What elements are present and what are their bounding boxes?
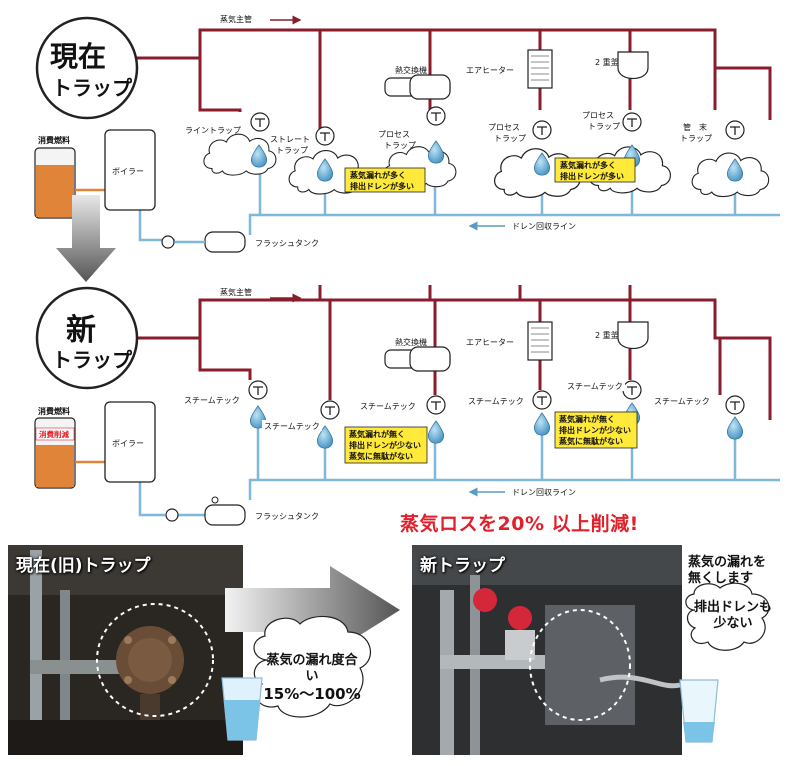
- end-trap-label-1: 管 末: [683, 122, 707, 132]
- process-trap-c-2: トラップ: [588, 122, 620, 131]
- double-kettle: [617, 51, 649, 80]
- note-top-2-line2: 排出ドレンが多い: [560, 171, 624, 181]
- end-trap-label-2: トラップ: [680, 134, 712, 143]
- air-heater-label: エアヒーター: [466, 66, 514, 75]
- new-trap-diagram: 蒸気主管 ドレン回収ライン 新 トラップ 消費燃料 消費削減 ボイラー フラッシ…: [34, 285, 780, 526]
- steamtech-label-6: スチームテック: [654, 397, 710, 406]
- steam-pipes-bottom: [120, 285, 772, 420]
- fuel-label-bottom: 消費燃料: [38, 406, 70, 416]
- double-kettle-label-bottom: 2 重釜: [595, 330, 619, 340]
- old-photo-title: 現在(旧)トラップ: [16, 556, 151, 576]
- new-trap-badge: [35, 286, 139, 390]
- note-box-bottom-2: [554, 411, 638, 449]
- note-bottom-1-line3: 蒸気に無駄がない: [349, 451, 413, 461]
- double-kettle-label: 2 重釜: [595, 57, 619, 67]
- old-bubble-line2: 15%～100%: [263, 685, 361, 703]
- current-title-line1: 現在: [50, 40, 106, 73]
- new-bubble-line1: 排出ドレンも: [693, 600, 772, 615]
- note-bottom-1-line2: 排出ドレンが少ない: [349, 440, 421, 450]
- pump: [161, 235, 175, 249]
- note-bottom-2-line1: 蒸気漏れが無く: [559, 414, 615, 424]
- water-glass-old-icon: [221, 677, 263, 741]
- steamtech-label-1: スチームテック: [184, 396, 240, 405]
- flash-tank-bottom: [204, 504, 246, 526]
- steamtech-label-5: スチームテック: [567, 382, 623, 391]
- reduction-slogan: 蒸気ロスを20% 以上削減!: [400, 513, 639, 535]
- note-bottom-1-line1: 蒸気漏れが無く: [349, 429, 405, 439]
- new-note-line2: 無くします: [688, 571, 754, 586]
- new-title-line1: 新: [66, 313, 96, 348]
- fuel-label: 消費燃料: [38, 135, 70, 145]
- note-box-top-2: [554, 157, 636, 183]
- new-drain-bubble: [685, 582, 770, 651]
- current-trap-diagram: 蒸気主管 ドレン回収ライン 現在 トラップ 消費燃料 ボイラー フラッシュタンク…: [34, 14, 780, 253]
- note-top-1-line1: 蒸気漏れが多く: [350, 170, 406, 180]
- note-box-bottom-1: [344, 426, 428, 464]
- note-top-1-line2: 排出ドレンが多い: [350, 181, 414, 191]
- down-arrow-icon: [56, 195, 116, 282]
- boiler-label: ボイラー: [112, 167, 144, 176]
- fuel-cut-label: 消費削減: [39, 429, 69, 439]
- old-trap-photo: [8, 545, 243, 755]
- air-heater-label-bottom: エアヒーター: [466, 338, 514, 347]
- drain-line-label: ドレン回収ライン: [512, 221, 576, 231]
- new-bubble-text: 排出ドレンも 少ない: [688, 600, 778, 632]
- flash-tank-label: フラッシュタンク: [255, 239, 319, 248]
- flash-tank: [204, 231, 246, 253]
- note-top-2-line1: 蒸気漏れが多く: [560, 160, 616, 170]
- new-photo-title: 新トラップ: [420, 556, 505, 576]
- new-title-line2: トラップ: [52, 348, 133, 372]
- process-trap-b-2: トラップ: [494, 134, 526, 143]
- steamtech-label-2: スチームテック: [264, 422, 320, 431]
- process-trap-a-1: プロセス: [378, 130, 410, 139]
- heat-exchanger-label-bottom: 熱交換機: [395, 337, 427, 347]
- drain-pipes-bottom: [138, 420, 780, 517]
- double-kettle-bottom: [617, 321, 649, 350]
- steamtech-labels: スチームテック スチームテック スチームテック スチームテック スチームテック …: [182, 380, 712, 431]
- boiler-label-bottom: ボイラー: [112, 439, 144, 448]
- new-trap-photo: [412, 545, 682, 755]
- new-note-text: 蒸気の漏れを 無くします: [688, 555, 788, 587]
- note-bottom-2-line3: 蒸気に無駄がない: [559, 436, 623, 446]
- pump-bottom: [165, 508, 179, 522]
- steamtech-label-4: スチームテック: [468, 397, 524, 406]
- water-glass-new-icon: [679, 679, 719, 743]
- boiler-bottom: [104, 401, 156, 483]
- current-trap-badge: [35, 16, 139, 120]
- drain-line-label-bottom: ドレン回収ライン: [512, 487, 576, 497]
- boiler: [104, 129, 156, 211]
- note-bottom-2-line2: 排出ドレンが少ない: [559, 425, 631, 435]
- line-trap-label: ライントラップ: [185, 126, 241, 135]
- note-box-top-1: [344, 167, 426, 193]
- old-bubble-line1: 蒸気の漏れ度合い: [266, 653, 358, 684]
- straight-trap-label-1: ストレート: [270, 135, 310, 144]
- process-trap-a-2: トラップ: [384, 141, 416, 150]
- steam-main-label: 蒸気主管: [220, 14, 252, 24]
- steamtech-icon: [248, 380, 268, 400]
- heat-exchanger-label: 熱交換機: [395, 65, 427, 75]
- old-bubble-text: 蒸気の漏れ度合い 15%～100%: [262, 653, 362, 704]
- new-bubble-line2: 少ない: [713, 616, 753, 631]
- steam-main-label-bottom: 蒸気主管: [220, 287, 252, 297]
- flash-tank-label-bottom: フラッシュタンク: [255, 512, 319, 521]
- steamtech-label-3: スチームテック: [360, 402, 416, 411]
- current-title-line2: トラップ: [52, 76, 133, 100]
- fuel-level: [36, 165, 74, 217]
- process-trap-b-1: プロセス: [488, 123, 520, 132]
- fuel-level-bottom: [36, 445, 74, 487]
- straight-trap-label-2: トラップ: [276, 146, 308, 155]
- new-note-line1: 蒸気の漏れを: [688, 555, 767, 570]
- line-trap-icon: [250, 112, 270, 132]
- process-trap-c-1: プロセス: [582, 111, 614, 120]
